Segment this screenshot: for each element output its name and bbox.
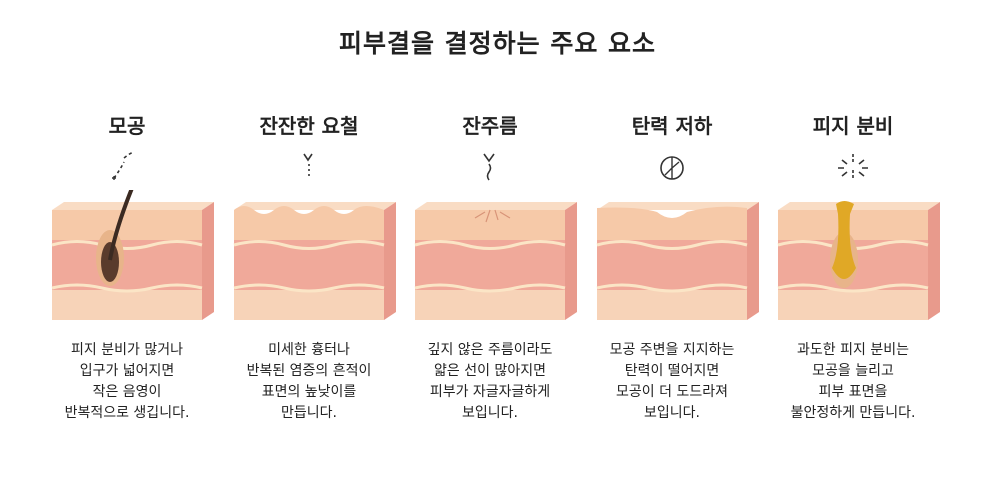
- desc-line: 보입니다.: [462, 405, 518, 421]
- panel-fine-wrinkles: 잔주름 깊지 않은 주름이라도 얇은 선이 많아지면 피부가 자글자글하게 보입…: [395, 100, 585, 480]
- desc-line: 모공을 늘리고: [812, 363, 894, 379]
- panel-label: 잔잔한 요철: [259, 114, 359, 138]
- skin-block-elasticity-loss: [596, 202, 759, 320]
- panel-description: 모공 주변을 지지하는 탄력이 떨어지면 모공이 더 도드라져 보입니다.: [577, 340, 767, 424]
- panel-pore: 모공 피지 분비가 많거나 입구가 넓어지면 작은 음영이 반복적으로 생깁니다…: [32, 100, 222, 480]
- skin-block-fine-wrinkles: [414, 202, 577, 320]
- desc-line: 불안정하게 만듭니다.: [790, 405, 916, 421]
- elasticity-icon: [660, 156, 684, 180]
- page-title: 피부결을 결정하는 주요 요소: [338, 29, 657, 58]
- panel-label: 모공: [108, 114, 146, 138]
- desc-line: 작은 음영이: [92, 384, 162, 400]
- panel-description: 미세한 흉터나 반복된 염증의 흔적이 표면의 높낮이를 만듭니다.: [214, 340, 404, 424]
- desc-line: 모공이 더 도드라져: [616, 384, 728, 400]
- desc-line: 반복된 염증의 흔적이: [246, 363, 372, 379]
- desc-line: 입구가 넓어지면: [79, 363, 175, 379]
- desc-line: 얇은 선이 많아지면: [434, 363, 546, 379]
- panel-sebum: 피지 분비 과도한 피지 분비는 모공을 늘리고 피부 표면을 불안정하게 만듭…: [758, 100, 948, 480]
- fine-wrinkle-icon: [483, 153, 495, 181]
- desc-line: 탄력이 떨어지면: [624, 363, 720, 379]
- panel-description: 깊지 않은 주름이라도 얇은 선이 많아지면 피부가 자글자글하게 보입니다.: [395, 340, 585, 424]
- panel-description: 피지 분비가 많거나 입구가 넓어지면 작은 음영이 반복적으로 생깁니다.: [32, 340, 222, 424]
- sebum-icon: [838, 154, 868, 180]
- unevenness-icon: [303, 153, 313, 176]
- desc-line: 깊지 않은 주름이라도: [427, 342, 553, 358]
- panel-unevenness: 잔잔한 요철 미세한 흉터나 반복된 염증의 흔적이 표면의 높낮이를 만듭니다…: [214, 100, 404, 480]
- desc-line: 과도한 피지 분비는: [797, 342, 909, 358]
- skin-block-sebum: [777, 201, 940, 320]
- skin-block-pore: [51, 190, 214, 320]
- desc-line: 만듭니다.: [281, 405, 337, 421]
- desc-line: 반복적으로 생깁니다.: [64, 405, 190, 421]
- desc-line: 피지 분비가 많거나: [71, 342, 183, 358]
- desc-line: 보입니다.: [644, 405, 700, 421]
- pore-hair-icon: [112, 151, 135, 180]
- desc-line: 피부가 자글자글하게: [429, 384, 551, 400]
- panel-label: 탄력 저하: [631, 114, 713, 138]
- panel-label: 피지 분비: [812, 114, 894, 138]
- panel-elasticity-loss: 탄력 저하 모공 주변을 지지하는 탄력이 떨어지면 모공이 더 도드라져 보입…: [577, 100, 767, 480]
- desc-line: 피부 표면을: [818, 384, 888, 400]
- panel-description: 과도한 피지 분비는 모공을 늘리고 피부 표면을 불안정하게 만듭니다.: [758, 340, 948, 424]
- desc-line: 표면의 높낮이를: [261, 384, 357, 400]
- panel-label: 잔주름: [462, 114, 518, 138]
- desc-line: 모공 주변을 지지하는: [609, 342, 735, 358]
- skin-block-unevenness: [233, 202, 396, 320]
- desc-line: 미세한 흉터나: [268, 342, 350, 358]
